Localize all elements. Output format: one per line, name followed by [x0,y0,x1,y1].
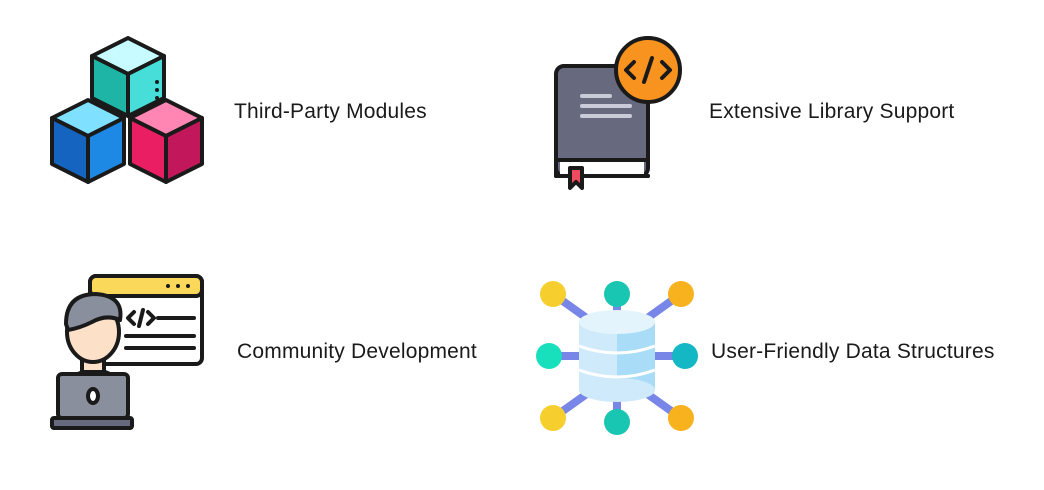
developer-laptop-icon [50,274,204,430]
database-network-icon [536,281,698,435]
cubes-icon [50,36,204,184]
feature-label: Extensive Library Support [709,100,955,123]
feature-label: User-Friendly Data Structures [711,340,995,363]
feature-label: Third-Party Modules [234,100,427,123]
code-book-icon [554,36,682,190]
feature-label: Community Development [237,340,477,363]
